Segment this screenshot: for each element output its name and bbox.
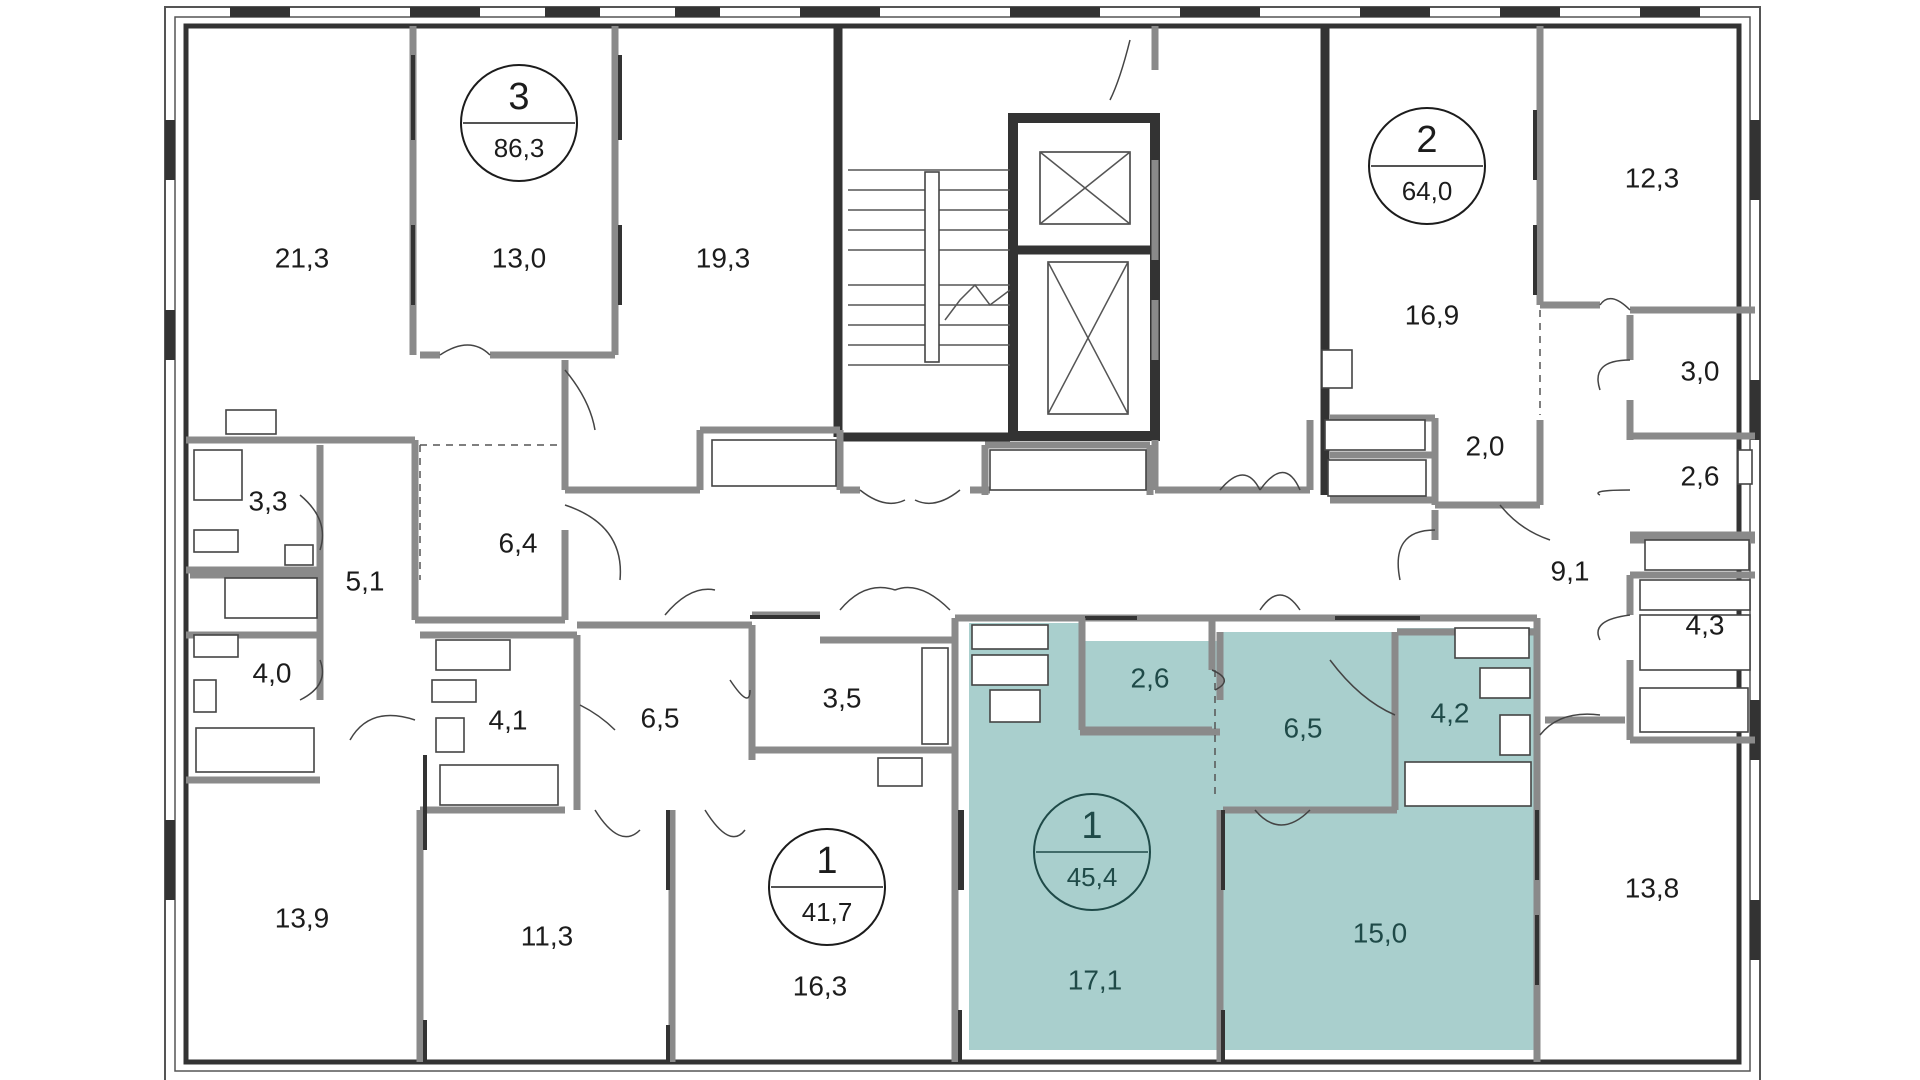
room-area-label: 2,0 [1466, 430, 1505, 461]
room-area-label: 9,1 [1551, 555, 1590, 586]
room-area-label: 2,6 [1681, 460, 1720, 491]
room-area-label: 15,0 [1353, 917, 1408, 948]
elevators [1039, 151, 1131, 415]
room-area-label: 17,1 [1068, 964, 1123, 995]
room-area-label: 12,3 [1625, 162, 1680, 193]
room-area-label: 3,5 [823, 682, 862, 713]
apartment-room-count: 1 [1081, 805, 1102, 847]
interior-walls [186, 26, 1755, 1062]
highlighted-apartment-fill [969, 623, 1537, 1050]
room-area-label: 3,3 [249, 485, 288, 516]
room-area-label: 4,3 [1686, 609, 1725, 640]
room-area-label: 6,5 [1284, 712, 1323, 743]
apartment-badge-circle [1033, 793, 1151, 911]
room-area-label: 19,3 [696, 242, 751, 273]
room-area-label: 16,9 [1405, 299, 1460, 330]
outer-walls [164, 6, 1761, 1080]
apartment-badge: 141,7 [768, 828, 886, 946]
fixtures [193, 349, 1753, 807]
apartment-total-area: 45,4 [1067, 862, 1118, 892]
apartment-room-count: 2 [1416, 119, 1437, 161]
room-area-label: 13,9 [275, 902, 330, 933]
room-area-label: 5,1 [346, 565, 385, 596]
apartment-room-count: 1 [816, 840, 837, 882]
room-area-label: 16,3 [793, 970, 848, 1001]
apartment-badge-circle [1368, 107, 1486, 225]
room-area-label: 4,0 [253, 657, 292, 688]
room-area-label: 2,6 [1131, 662, 1170, 693]
apartment-badge: 145,4 [1033, 793, 1151, 911]
room-area-label: 3,0 [1681, 355, 1720, 386]
apartment-total-area: 86,3 [494, 133, 545, 163]
room-area-label: 13,8 [1625, 872, 1680, 903]
room-area-label: 11,3 [521, 920, 573, 951]
room-area-label: 4,1 [489, 704, 528, 735]
open-plan-boundaries [419, 310, 1541, 800]
apartment-total-area: 41,7 [802, 897, 853, 927]
room-area-label: 4,2 [1431, 697, 1470, 728]
apartment-badge: 386,3 [460, 64, 578, 182]
room-area-label: 21,3 [275, 242, 330, 273]
apartment-total-area: 64,0 [1402, 176, 1453, 206]
apartment-badge-circle [460, 64, 578, 182]
apartment-badge: 264,0 [1368, 107, 1486, 225]
apartment-badge-circle [768, 828, 886, 946]
room-area-label: 13,0 [492, 242, 547, 273]
doors [299, 39, 1631, 838]
room-area-label: 6,5 [641, 702, 680, 733]
room-area-label: 6,4 [499, 527, 538, 558]
staircase [848, 169, 1011, 366]
highlighted-apartment-shape [969, 623, 1537, 1050]
apartment-room-count: 3 [508, 76, 529, 118]
